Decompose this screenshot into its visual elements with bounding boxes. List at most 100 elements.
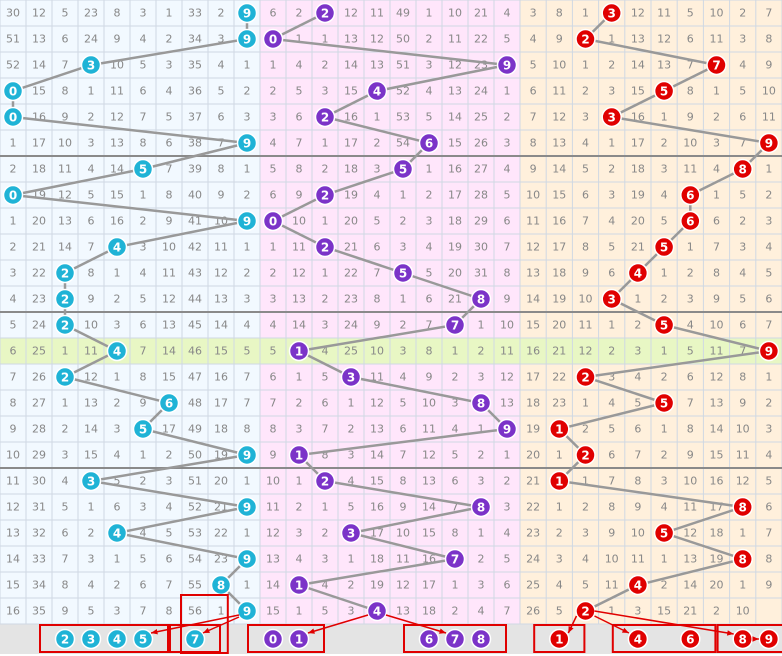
missing-value: 19 xyxy=(526,423,540,436)
missing-value: 14 xyxy=(631,59,645,72)
missing-value: 5 xyxy=(582,163,589,176)
missing-value: 21 xyxy=(32,241,46,254)
missing-value: 1 xyxy=(140,449,147,462)
missing-value: 10 xyxy=(736,605,750,618)
missing-value: 14 xyxy=(526,293,540,306)
missing-value: 26 xyxy=(526,605,540,618)
missing-value: 8 xyxy=(765,553,772,566)
missing-value: 33 xyxy=(188,7,202,20)
missing-value: 34 xyxy=(188,33,202,46)
missing-value: 1 xyxy=(687,241,694,254)
missing-value: 4 xyxy=(634,371,641,384)
missing-value: 47 xyxy=(188,371,202,384)
missing-value: 9 xyxy=(504,293,511,306)
hit-ball: 7 xyxy=(444,314,466,336)
missing-value: 1 xyxy=(478,527,485,540)
missing-value: 13 xyxy=(396,605,410,618)
missing-value: 7 xyxy=(400,449,407,462)
missing-value: 1 xyxy=(661,267,668,280)
missing-value: 22 xyxy=(474,33,488,46)
missing-value: 11 xyxy=(710,33,724,46)
missing-value: 9 xyxy=(530,163,537,176)
missing-value: 7 xyxy=(687,397,694,410)
missing-value: 10 xyxy=(448,7,462,20)
prediction-ball-label: 2 xyxy=(61,633,69,647)
missing-value: 2 xyxy=(296,397,303,410)
hit-ball-label: 5 xyxy=(139,423,147,437)
hit-ball: 1 xyxy=(288,574,310,596)
prediction-ball: 7 xyxy=(184,628,206,650)
missing-value: 16 xyxy=(6,605,20,618)
hit-ball-label: 8 xyxy=(739,501,747,515)
missing-value: 18 xyxy=(631,163,645,176)
missing-value: 1 xyxy=(114,371,121,384)
prediction-ball-label: 0 xyxy=(269,633,277,647)
hit-ball: 2 xyxy=(314,236,336,258)
missing-value: 16 xyxy=(552,215,566,228)
hit-ball-label: 4 xyxy=(113,527,121,541)
missing-value: 6 xyxy=(765,501,772,514)
missing-value: 1 xyxy=(556,501,563,514)
hit-ball: 5 xyxy=(653,314,675,336)
missing-value: 5 xyxy=(270,345,277,358)
missing-value: 5 xyxy=(426,267,433,280)
hit-ball-circle xyxy=(132,418,154,440)
missing-value: 7 xyxy=(739,345,746,358)
missing-value: 1 xyxy=(114,553,121,566)
missing-value: 25 xyxy=(32,345,46,358)
missing-value: 8 xyxy=(88,267,95,280)
missing-value: 9 xyxy=(687,449,694,462)
hit-ball: 2 xyxy=(314,106,336,128)
projection-arrowhead xyxy=(308,628,315,634)
missing-value: 9 xyxy=(582,267,589,280)
missing-value: 6 xyxy=(530,85,537,98)
missing-value: 4 xyxy=(140,527,147,540)
missing-value: 3 xyxy=(114,423,121,436)
missing-value: 5 xyxy=(140,59,147,72)
prediction-ball-circle xyxy=(54,628,76,650)
hit-ball-label: 9 xyxy=(243,553,251,567)
missing-value: 2 xyxy=(765,189,772,202)
missing-value: 20 xyxy=(552,319,566,332)
missing-value: 1 xyxy=(10,215,17,228)
missing-value: 4 xyxy=(296,59,303,72)
hit-ball: 3 xyxy=(601,288,622,310)
hit-ball: 0 xyxy=(262,210,284,232)
missing-value: 5 xyxy=(88,605,95,618)
missing-value: 7 xyxy=(765,527,772,540)
hit-ball: 9 xyxy=(236,2,258,24)
missing-value: 2 xyxy=(166,33,173,46)
missing-value: 2 xyxy=(582,423,589,436)
missing-value: 23 xyxy=(526,527,540,540)
missing-value: 9 xyxy=(270,449,277,462)
missing-value: 6 xyxy=(140,579,147,592)
hit-ball-label: 9 xyxy=(243,215,251,229)
missing-value: 3 xyxy=(582,111,589,124)
hit-ball-label: 5 xyxy=(660,527,668,541)
missing-value: 9 xyxy=(374,319,381,332)
prediction-ball-circle xyxy=(758,628,780,650)
missing-value: 3 xyxy=(739,241,746,254)
prediction-ball: 4 xyxy=(627,628,649,650)
prediction-ball-label: 7 xyxy=(451,633,459,647)
missing-value: 12 xyxy=(552,111,566,124)
missing-value: 2 xyxy=(608,345,615,358)
missing-value: 11 xyxy=(162,267,176,280)
hit-ball-label: 0 xyxy=(269,215,277,229)
missing-value: 9 xyxy=(426,371,433,384)
missing-value: 6 xyxy=(140,319,147,332)
missing-value: 9 xyxy=(62,111,69,124)
missing-value: 12 xyxy=(396,579,410,592)
missing-value: 10 xyxy=(552,59,566,72)
prediction-ball-circle xyxy=(732,628,753,650)
hit-ball: 8 xyxy=(732,158,753,180)
missing-value: 17 xyxy=(344,137,358,150)
hit-ball-label: 5 xyxy=(660,241,668,255)
missing-value: 10 xyxy=(710,7,724,20)
missing-value: 8 xyxy=(296,163,303,176)
missing-value: 53 xyxy=(188,527,202,540)
missing-value: 15 xyxy=(84,449,98,462)
missing-value: 7 xyxy=(582,215,589,228)
missing-value: 1 xyxy=(322,215,329,228)
